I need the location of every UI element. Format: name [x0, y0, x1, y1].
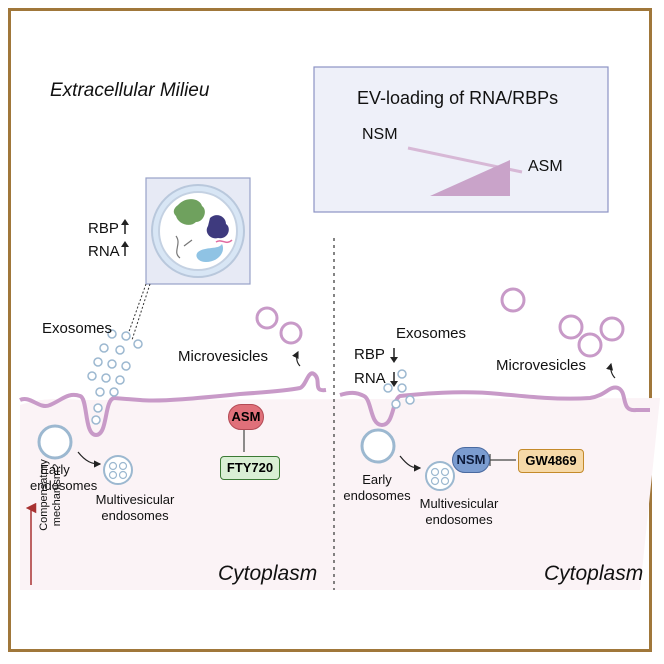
mve-left-line2: endosomes: [101, 508, 169, 523]
mve-left: [103, 455, 133, 485]
microvesicle-left-1: [255, 306, 279, 330]
down-arrow-rna-right: [390, 372, 398, 387]
early-endosomes-right-line1: Early: [362, 472, 392, 487]
mve-right-line1: Multivesicular: [419, 496, 499, 511]
up-arrow-rbp-left: [121, 219, 129, 234]
gw4869-box: GW4869: [518, 449, 584, 473]
rna-label-left: RNA: [88, 243, 120, 260]
mve-right: [425, 461, 455, 491]
rbp-label-left: RBP: [88, 220, 119, 237]
microvesicle-right-arrow: [606, 362, 616, 379]
plasma-membrane-right: [339, 385, 650, 428]
inset-title: EV-loading of RNA/RBPs: [357, 88, 559, 108]
rbp-purple-protein: [206, 215, 229, 239]
compensatory-line2: mechanism?: [51, 463, 63, 527]
mve-left-line1: Multivesicular: [95, 492, 175, 507]
cytoplasm-label-right: Cytoplasm: [544, 562, 644, 585]
exosome-cluster-left: [87, 329, 143, 425]
endosome-arrow-left: [77, 451, 102, 468]
early-endosomes-right-line2: endosomes: [343, 488, 411, 503]
inset-asm-label: ASM: [528, 158, 563, 175]
cytoplasm-region: [20, 398, 660, 590]
rbp-label-right: RBP: [354, 346, 385, 363]
nsm-badge: NSM: [452, 447, 490, 473]
microvesicle-right-1: [500, 287, 526, 313]
compensatory-line1: Compensatory: [38, 459, 50, 531]
microvesicles-label-right: Microvesicles: [496, 357, 587, 374]
plasma-membrane-left: [19, 371, 327, 438]
microvesicle-right-4: [577, 332, 603, 358]
rna-strand: [175, 235, 193, 259]
mve-right-vesicles: [430, 467, 450, 486]
rbp-blue-protein: [196, 244, 224, 262]
mve-label-left: Multivesicular endosomes: [80, 492, 190, 524]
extracellular-milieu-title: Extracellular Milieu: [50, 80, 210, 101]
compensatory-label: Compensatory mechanism?: [38, 445, 64, 545]
microvesicle-left-arrow: [292, 350, 301, 367]
microvesicle-right-2: [558, 314, 584, 340]
cytoplasm-label-left: Cytoplasm: [218, 562, 318, 585]
exosome-cluster-right: [383, 369, 415, 409]
microvesicles-label-left: Microvesicles: [178, 348, 269, 365]
mve-right-line2: endosomes: [425, 512, 493, 527]
early-endosomes-left-line2: endosomes: [30, 478, 98, 493]
exosomes-label-right: Exosomes: [396, 325, 467, 342]
asm-badge: ASM: [228, 404, 264, 430]
early-endosomes-label-right: Early endosomes: [342, 472, 412, 504]
microvesicle-left-2: [279, 321, 303, 345]
fty720-box: FTY720: [220, 456, 280, 480]
microvesicle-right-3: [599, 316, 625, 342]
early-endosomes-left-line1: Early: [40, 462, 70, 477]
zoom-line-2: [131, 283, 151, 341]
rbp-green-protein: [173, 199, 205, 225]
exosomes-label-left: Exosomes: [42, 320, 113, 337]
inset-box: [313, 66, 609, 213]
rna-label-right: RNA: [354, 370, 386, 387]
mve-left-vesicles: [108, 461, 128, 480]
mve-label-right: Multivesicular endosomes: [404, 496, 514, 528]
down-arrow-rbp-right: [390, 348, 398, 363]
seesaw-fulcrum: [430, 160, 510, 196]
early-endosome-left: [37, 424, 73, 460]
endosome-arrow-right: [399, 455, 422, 472]
rna-pink-strand: [215, 239, 233, 244]
early-endosomes-label-left: Early endosomes: [30, 462, 98, 494]
zoom-line-1: [125, 283, 147, 341]
inset-nsm-label: NSM: [362, 126, 398, 143]
up-arrow-rna-left: [121, 241, 129, 256]
early-endosome-right: [360, 428, 396, 464]
